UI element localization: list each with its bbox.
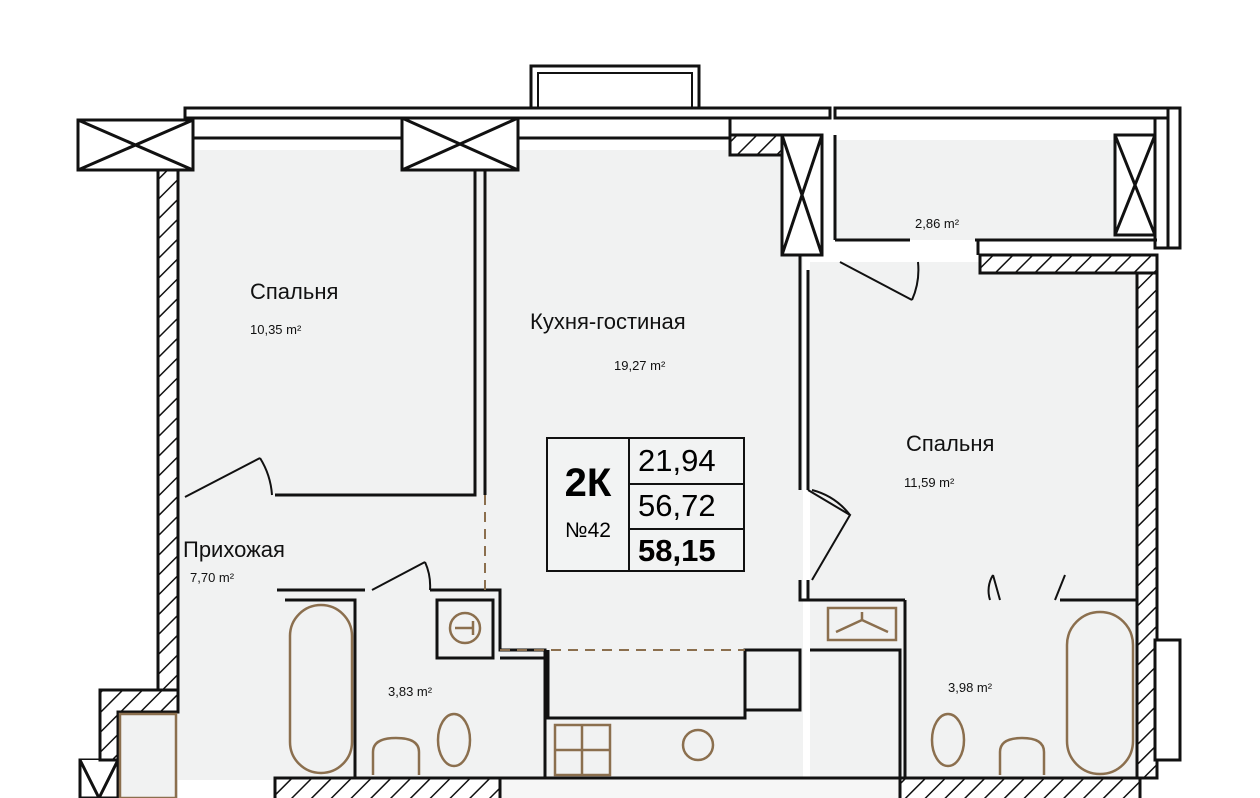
right-wall — [1135, 271, 1159, 780]
living-area: 21,94 — [630, 439, 743, 485]
windows — [76, 116, 1157, 798]
bedroom2-area: 11,59 m² — [904, 475, 955, 490]
hall-area: 7,70 m² — [190, 570, 235, 585]
balcony-area: 2,86 m² — [915, 216, 960, 231]
bath2-area: 3,98 m² — [948, 680, 993, 695]
bathtub-icon — [288, 603, 354, 775]
interior-walls — [176, 135, 1157, 778]
area-without-balcony: 56,72 — [630, 484, 743, 530]
bath1-area: 3,83 m² — [388, 684, 433, 699]
hall-name: Прихожая — [183, 537, 285, 562]
bottom-wall — [273, 776, 502, 798]
kitchen-sink-icon — [681, 728, 715, 762]
bedroom1-name: Спальня — [250, 279, 339, 304]
washing-machine-icon — [448, 611, 482, 645]
toilet-icon — [436, 712, 472, 768]
apartment-number: №42 — [565, 519, 611, 542]
kitchen-name: Кухня-гостиная — [530, 309, 686, 334]
total-area: 58,15 — [638, 533, 716, 568]
closet-icon — [118, 712, 178, 798]
kitchen-area: 19,27 m² — [614, 358, 666, 373]
wardrobe-icon — [826, 606, 898, 642]
bedroom2-name: Спальня — [906, 431, 995, 456]
apartment-info-box: 2К №42 21,94 56,72 58,15 — [546, 437, 745, 572]
left-wall — [156, 168, 180, 692]
apartment-type: 2К — [564, 461, 612, 505]
fixtures — [118, 603, 1135, 798]
doors — [184, 261, 1066, 601]
sink-icon — [371, 736, 421, 775]
sink-icon — [998, 736, 1046, 775]
toilet-icon — [930, 712, 966, 768]
bedroom1-area: 10,35 m² — [250, 322, 302, 337]
bathtub-icon — [1065, 610, 1135, 776]
